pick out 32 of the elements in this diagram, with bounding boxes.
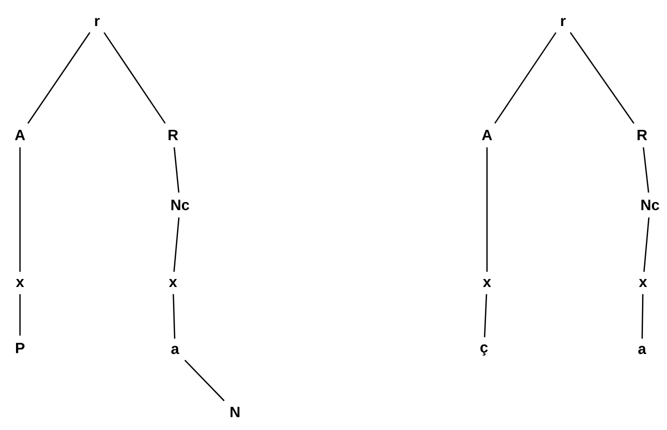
tree-label: x bbox=[16, 279, 24, 287]
tree-label: A bbox=[482, 130, 492, 140]
tree-label: R bbox=[638, 130, 648, 140]
tree-line bbox=[484, 294, 488, 338]
tree-label: a bbox=[171, 346, 180, 354]
tree-label: R bbox=[168, 130, 178, 140]
tree-line bbox=[27, 32, 90, 124]
tree-label: x bbox=[482, 279, 492, 287]
tree-label: N bbox=[230, 406, 240, 418]
tree-line bbox=[19, 294, 21, 336]
tree-line bbox=[174, 147, 180, 193]
tree-label: r bbox=[95, 18, 100, 26]
tree-line bbox=[642, 147, 650, 193]
tree-line bbox=[173, 217, 180, 272]
tree-label: x bbox=[168, 279, 178, 287]
tree-line bbox=[570, 32, 634, 124]
tree-label: a bbox=[638, 346, 646, 354]
tree-label: x bbox=[638, 279, 648, 287]
tree-line bbox=[184, 360, 225, 402]
tree-label: ç bbox=[480, 344, 488, 356]
tree-label: A bbox=[14, 130, 26, 140]
tree-line bbox=[19, 147, 21, 272]
tree-line bbox=[643, 217, 650, 272]
tree-line bbox=[172, 294, 176, 339]
tree-line bbox=[494, 32, 556, 124]
tree-line bbox=[642, 294, 644, 339]
tree-label: P bbox=[16, 342, 24, 354]
tree-line bbox=[486, 147, 488, 272]
tree-line bbox=[104, 32, 166, 124]
tree-label: Nc bbox=[641, 200, 660, 210]
tree-label: r bbox=[561, 18, 566, 26]
tree-label: Nc bbox=[171, 200, 190, 210]
